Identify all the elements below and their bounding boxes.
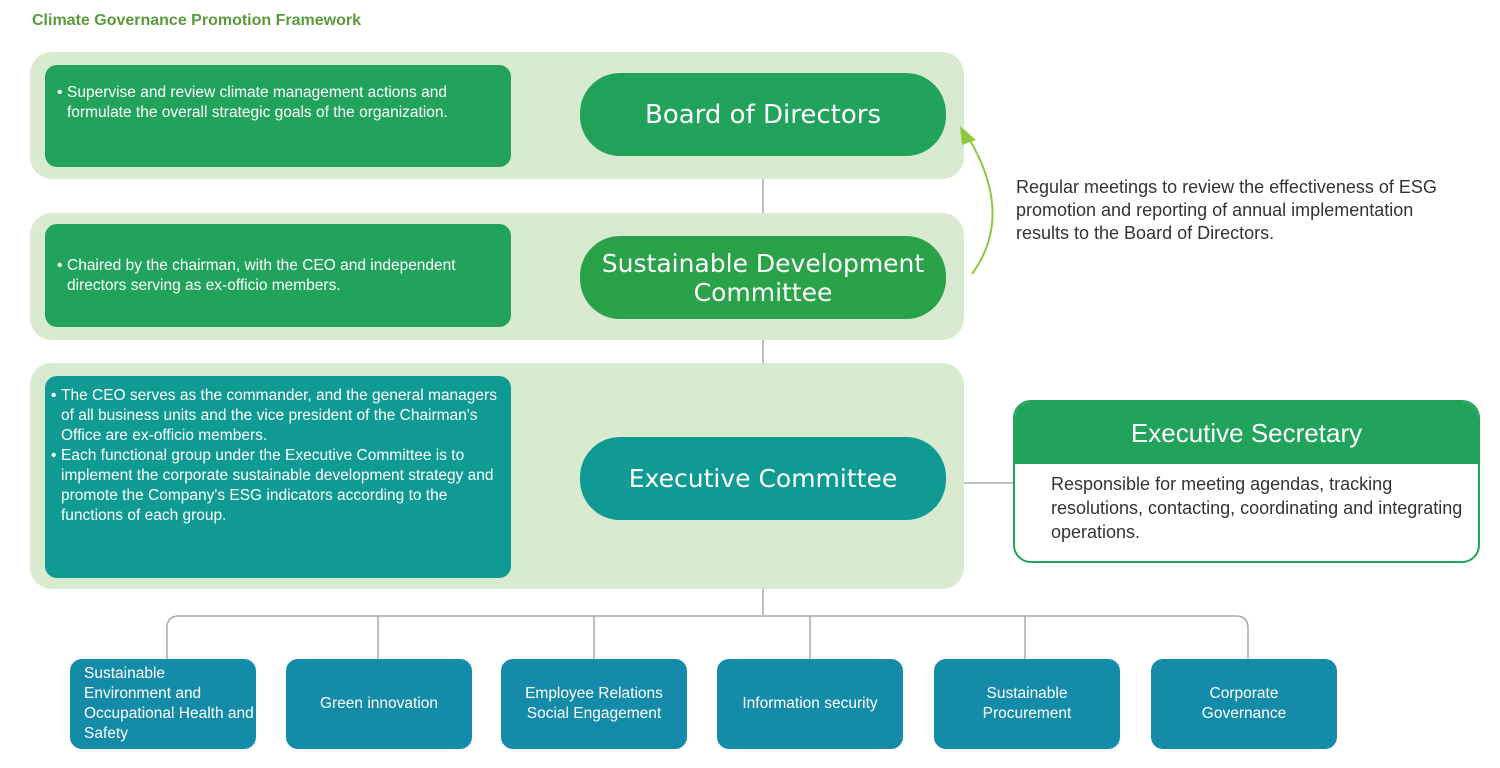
executive-description-item-1: The CEO serves as the commander, and the… xyxy=(61,387,497,444)
group-sustainable-procurement: Sustainable Procurement xyxy=(934,659,1120,749)
group-corporate-governance: Corporate Governance xyxy=(1151,659,1337,749)
group-employee-relations: Employee Relations Social Engagement xyxy=(501,659,687,749)
group-branch-bar xyxy=(166,615,1249,660)
group-information-security: Information security xyxy=(717,659,903,749)
executive-secretary-body: Responsible for meeting agendas, trackin… xyxy=(1051,474,1463,542)
executive-secretary-title: Executive Secretary xyxy=(1015,402,1478,464)
sustainable-development-committee-node: Sustainable Development Committee xyxy=(580,236,946,319)
sdc-label-line2: Committee xyxy=(693,277,833,307)
executive-secretary-box: Executive Secretary Responsible for meet… xyxy=(1013,400,1480,563)
arrowhead-icon xyxy=(960,126,976,145)
group-green-innovation: Green innovation xyxy=(286,659,472,749)
executive-committee-node: Executive Committee xyxy=(580,437,946,520)
executive-description: •The CEO serves as the commander, and th… xyxy=(45,376,511,578)
bullet-marker: • xyxy=(51,447,57,464)
report-arrow xyxy=(960,126,994,275)
page-title: Climate Governance Promotion Framework xyxy=(32,12,361,29)
board-of-directors-node: Board of Directors xyxy=(580,73,946,156)
board-description: •Supervise and review climate management… xyxy=(45,65,511,167)
report-note: Regular meetings to review the effective… xyxy=(1016,177,1437,243)
sdc-description-text: Chaired by the chairman, with the CEO an… xyxy=(67,257,456,294)
group-sustainable-environment-ohs: Sustainable Environment and Occupational… xyxy=(70,659,256,749)
executive-description-item-2: Each functional group under the Executiv… xyxy=(61,447,494,524)
sdc-label-line1: Sustainable Development xyxy=(601,248,925,278)
board-description-text: Supervise and review climate management … xyxy=(67,84,448,121)
bullet-marker: • xyxy=(57,257,63,274)
bullet-marker: • xyxy=(57,84,63,101)
sdc-description: •Chaired by the chairman, with the CEO a… xyxy=(45,224,511,327)
bullet-marker: • xyxy=(51,387,57,404)
